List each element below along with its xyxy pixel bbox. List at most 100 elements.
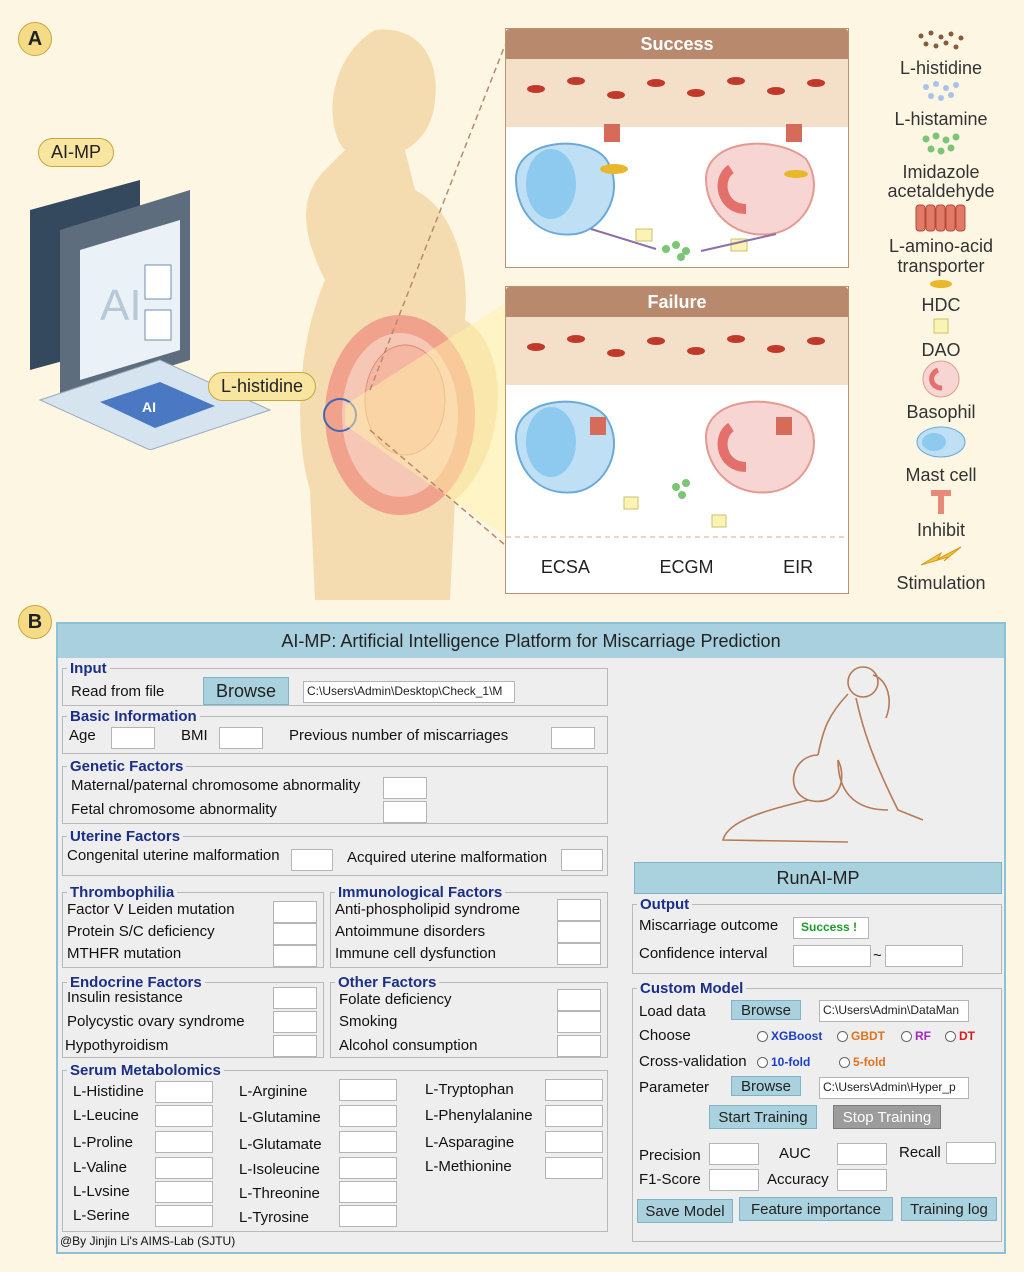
- app-title: AI-MP: Artificial Intelligence Platform …: [58, 624, 1004, 658]
- insulin-resistance-input[interactable]: [273, 987, 317, 1009]
- serum-metabolomics-legend: Serum Metabolomics: [70, 1062, 221, 1079]
- autoimmune-input[interactable]: [557, 921, 601, 943]
- load-data-browse-button[interactable]: Browse: [731, 1000, 801, 1020]
- metabolite-input[interactable]: [545, 1131, 603, 1153]
- acquired-uterine-label: Acquired uterine malformation: [347, 849, 548, 866]
- hypothyroidism-input[interactable]: [273, 1035, 317, 1057]
- factor-v-leiden-input[interactable]: [273, 901, 317, 923]
- ai-mp-label: AI-MP: [38, 138, 115, 167]
- outcome-ecsa: ECSA: [540, 557, 590, 577]
- fetal-chromosome-label: Fetal chromosome abnormality: [71, 801, 277, 818]
- folate-deficiency-input[interactable]: [557, 989, 601, 1011]
- mthfr-input[interactable]: [273, 945, 317, 967]
- previous-miscarriages-input[interactable]: [551, 727, 595, 749]
- hdc-icon: [930, 279, 952, 288]
- metabolite-input[interactable]: [155, 1157, 213, 1179]
- rf-radio[interactable]: RF: [901, 1029, 931, 1043]
- confidence-lower-input[interactable]: [793, 945, 871, 967]
- immunological-factors-legend: Immunological Factors: [338, 884, 503, 901]
- confidence-upper-input[interactable]: [885, 945, 963, 967]
- rf-label: RF: [915, 1029, 931, 1043]
- metabolite-input[interactable]: [545, 1157, 603, 1179]
- ten-fold-radio[interactable]: 10-fold: [757, 1055, 810, 1069]
- metabolite-label: L-Valine: [73, 1159, 127, 1176]
- metabolite-input[interactable]: [155, 1181, 213, 1203]
- gbdt-label: GBDT: [851, 1029, 885, 1043]
- imidazole-dots-icon: [922, 132, 960, 155]
- start-training-button[interactable]: Start Training: [709, 1105, 817, 1129]
- xgboost-radio[interactable]: XGBoost: [757, 1029, 822, 1043]
- success-title: Success: [506, 29, 848, 59]
- acquired-uterine-input[interactable]: [561, 849, 603, 871]
- legend-hdc: HDC: [921, 294, 961, 315]
- input-group: Input Read from file Browse C:\Users\Adm…: [62, 660, 608, 706]
- immune-cell-input[interactable]: [557, 943, 601, 965]
- panel-b-letter: B: [18, 605, 52, 639]
- run-ai-mp-button[interactable]: RunAI-MP: [634, 862, 1002, 894]
- metabolite-input[interactable]: [155, 1131, 213, 1153]
- parameter-path-field[interactable]: C:\Users\Admin\Hyper_p: [819, 1077, 969, 1099]
- radio-circle-icon: [757, 1031, 768, 1043]
- metabolite-input[interactable]: [339, 1157, 397, 1179]
- metabolite-label: L-Serine: [73, 1207, 130, 1224]
- stop-training-button[interactable]: Stop Training: [833, 1105, 941, 1129]
- dao-icon: [933, 318, 949, 334]
- pcos-input[interactable]: [273, 1011, 317, 1033]
- feature-importance-button[interactable]: Feature importance: [739, 1197, 893, 1221]
- auc-value: [837, 1143, 887, 1165]
- fetal-chromosome-input[interactable]: [383, 801, 427, 823]
- precision-value: [709, 1143, 759, 1165]
- metabolite-input[interactable]: [545, 1079, 603, 1101]
- training-log-button[interactable]: Training log: [901, 1197, 997, 1221]
- metabolite-label: L-Proline: [73, 1134, 134, 1151]
- chromosome-abnormality-input[interactable]: [383, 777, 427, 799]
- input-file-path-field[interactable]: C:\Users\Admin\Desktop\Check_1\M: [303, 681, 515, 703]
- metabolite-input[interactable]: [155, 1105, 213, 1127]
- miscarriage-outcome-value: Success !: [793, 917, 869, 939]
- metabolite-input[interactable]: [339, 1105, 397, 1127]
- dt-radio[interactable]: DT: [945, 1029, 975, 1043]
- metabolite-input[interactable]: [339, 1131, 397, 1153]
- load-data-path-field[interactable]: C:\Users\Admin\DataMan: [819, 1000, 969, 1022]
- metabolite-input[interactable]: [155, 1205, 213, 1227]
- metabolite-label: L-Glutamate: [239, 1136, 322, 1153]
- previous-miscarriages-label: Previous number of miscarriages: [289, 727, 509, 744]
- bmi-input[interactable]: [219, 727, 263, 749]
- success-illustration: [506, 59, 848, 261]
- output-legend: Output: [640, 896, 690, 913]
- basic-information-group: Basic Information Age BMI Previous numbe…: [62, 708, 608, 754]
- metabolite-input[interactable]: [155, 1081, 213, 1103]
- mast-cell-icon: [916, 426, 966, 458]
- congenital-uterine-input[interactable]: [291, 849, 333, 871]
- legend-mast-cell: Mast cell: [905, 465, 977, 486]
- metabolite-input[interactable]: [545, 1105, 603, 1127]
- chromosome-abnormality-label: Maternal/paternal chromosome abnormality: [71, 777, 361, 794]
- serum-metabolomics-group: Serum Metabolomics L-Histidine L-Leucine…: [62, 1062, 608, 1232]
- l-histidine-dots-icon: [918, 30, 964, 50]
- save-model-button[interactable]: Save Model: [637, 1199, 733, 1223]
- radio-circle-icon: [757, 1057, 768, 1069]
- immunological-factors-group: Immunological Factors Anti-phospholipid …: [330, 884, 608, 968]
- recall-label: Recall: [899, 1144, 941, 1161]
- thrombophilia-group: Thrombophilia Factor V Leiden mutation P…: [62, 884, 324, 968]
- five-fold-radio[interactable]: 5-fold: [839, 1055, 886, 1069]
- ai-mp-application-window: AI-MP: Artificial Intelligence Platform …: [56, 622, 1006, 1254]
- metabolite-input[interactable]: [339, 1079, 397, 1101]
- protein-sc-input[interactable]: [273, 923, 317, 945]
- yoga-woman-illustration: [721, 666, 924, 843]
- f1-score-label: F1-Score: [639, 1171, 701, 1188]
- gbdt-radio[interactable]: GBDT: [837, 1029, 885, 1043]
- parameter-browse-button[interactable]: Browse: [731, 1076, 801, 1096]
- ten-fold-label: 10-fold: [771, 1055, 811, 1069]
- metabolite-input[interactable]: [339, 1181, 397, 1203]
- auc-label: AUC: [779, 1145, 811, 1162]
- parameter-label: Parameter: [639, 1079, 710, 1096]
- endocrine-factors-group: Endocrine Factors Insulin resistance Pol…: [62, 974, 324, 1058]
- age-input[interactable]: [111, 727, 155, 749]
- metabolite-input[interactable]: [339, 1205, 397, 1227]
- legend-basophil: Basophil: [906, 402, 976, 423]
- smoking-input[interactable]: [557, 1011, 601, 1033]
- input-browse-button[interactable]: Browse: [203, 677, 289, 705]
- anti-phospholipid-input[interactable]: [557, 899, 601, 921]
- alcohol-input[interactable]: [557, 1035, 601, 1057]
